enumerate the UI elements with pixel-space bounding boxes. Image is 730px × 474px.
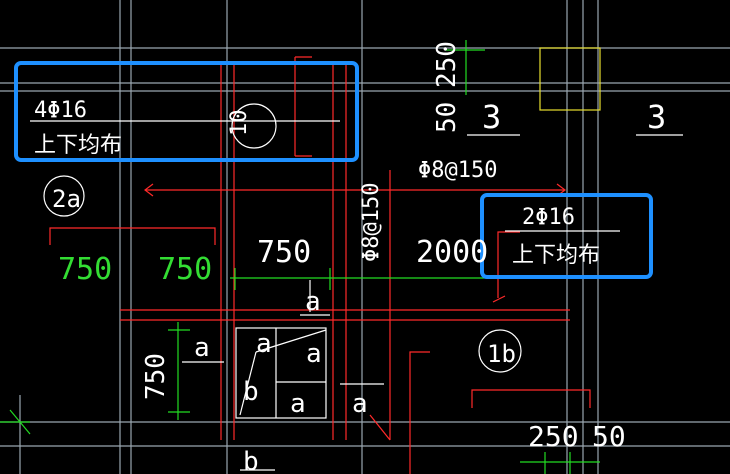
label-stirrup-v: Φ8@150 xyxy=(359,183,384,262)
bar-tick xyxy=(492,295,506,303)
arrow-left xyxy=(144,183,154,197)
tag-10-label: 10 xyxy=(227,110,252,137)
section-diag-2 xyxy=(255,329,327,353)
label-4phi16-note: 上下均布 xyxy=(34,133,122,158)
section-mark-a4: a xyxy=(306,339,322,369)
dim-250-bottom: 250 xyxy=(528,420,579,453)
section-mark-a5: a xyxy=(290,389,306,419)
highlight-box-left[interactable] xyxy=(14,61,359,162)
bracket-lower xyxy=(409,351,430,474)
tag-circle-2a xyxy=(43,175,85,217)
bracket-1b xyxy=(471,389,591,408)
mark-3-left: 3 xyxy=(482,98,501,136)
label-2phi16: 2Φ16 xyxy=(522,205,575,230)
section-diag-1 xyxy=(239,351,257,416)
tag-circle-1b xyxy=(478,329,522,373)
diag-rebar xyxy=(369,414,391,441)
label-stirrup-h: Φ8@150 xyxy=(418,158,497,183)
dim-750-green-2: 750 xyxy=(158,252,212,287)
section-mark-b1: b xyxy=(243,377,259,407)
mark-3-right: 3 xyxy=(647,98,666,136)
label-4phi16: 4Φ16 xyxy=(34,98,87,123)
dim-750-white: 750 xyxy=(257,235,311,270)
dim-50-left: 50 xyxy=(432,102,462,133)
bracket-750-left xyxy=(49,227,216,245)
section-mark-a2: a xyxy=(194,333,210,363)
section-mark-a3: a xyxy=(256,329,272,359)
tag-1b-label: 1b xyxy=(487,340,516,368)
tag-circles xyxy=(43,103,522,373)
text-layer: 4Φ16 上下均布 2a 10 250 50 3 3 Φ8@150 Φ8@150… xyxy=(34,41,666,474)
rebar-lines xyxy=(49,56,591,474)
section-box xyxy=(235,327,327,419)
dim-2000: 2000 xyxy=(416,235,488,270)
section-mark-a6: a xyxy=(352,389,368,419)
highlights xyxy=(14,61,653,279)
dim-250-top: 250 xyxy=(432,41,462,88)
dim-left-tick xyxy=(9,409,31,435)
section-mark-a1: a xyxy=(305,287,321,317)
dim-750-vertical: 750 xyxy=(141,353,171,400)
label-2phi16-note: 上下均布 xyxy=(512,243,600,268)
dim-750-green-1: 750 xyxy=(58,252,112,287)
tag-2a-label: 2a xyxy=(52,185,81,213)
section-mark-b2: b xyxy=(243,447,259,474)
highlight-box-right[interactable] xyxy=(480,193,653,279)
dim-50-bottom: 50 xyxy=(592,420,626,453)
tag-circle-10 xyxy=(231,103,277,149)
wall-outline xyxy=(539,47,601,111)
section-detail xyxy=(30,120,683,471)
